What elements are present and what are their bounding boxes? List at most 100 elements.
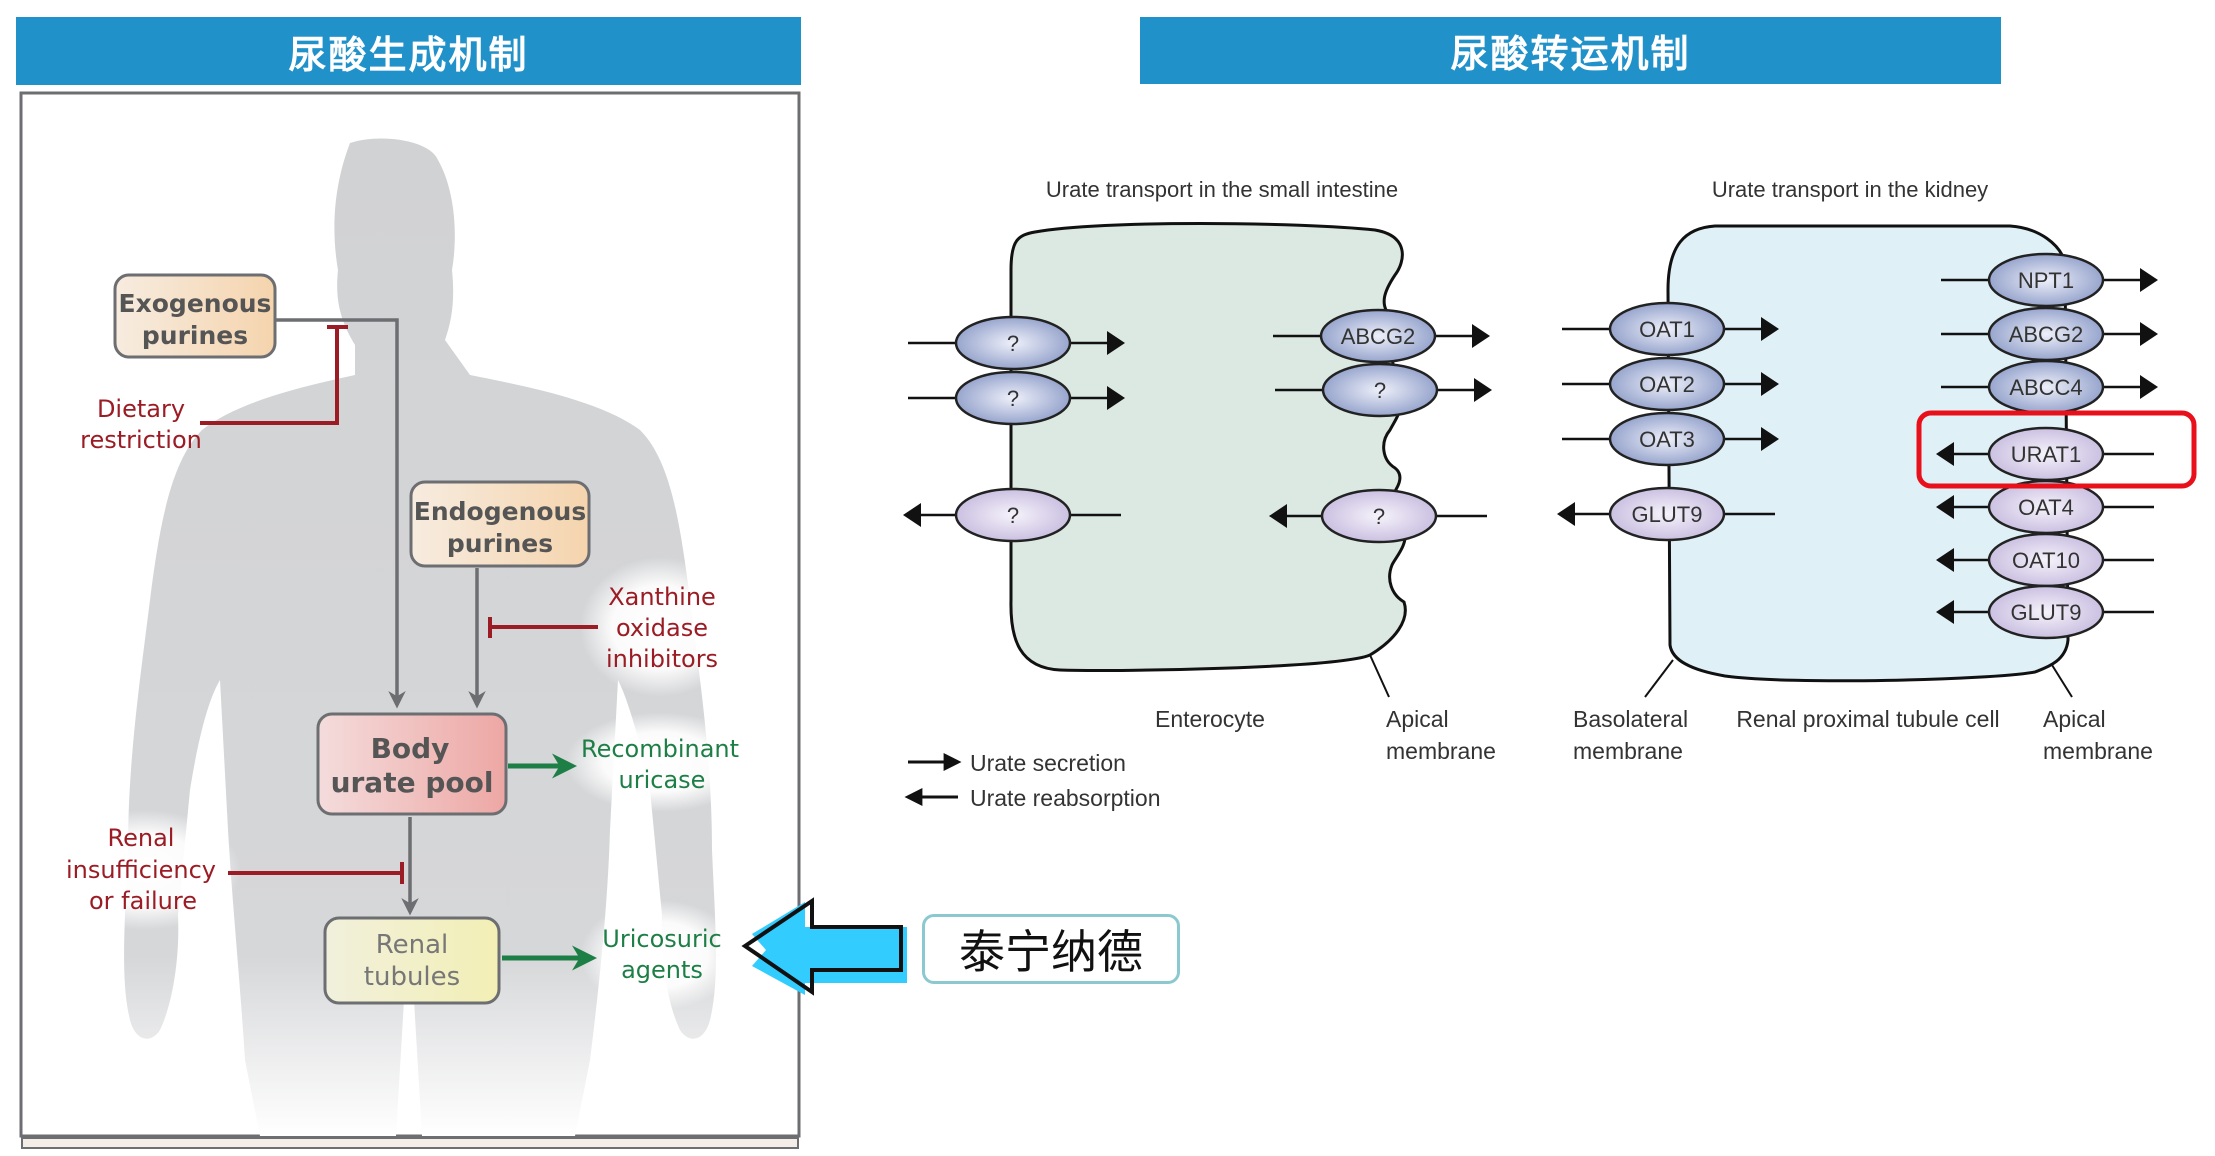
secretion-arrowhead-icon bbox=[1472, 324, 1490, 348]
tubules-line1: Renal bbox=[376, 930, 449, 960]
transporter-unknown: ? bbox=[1275, 362, 1492, 418]
reabsorption-arrowhead-icon bbox=[1936, 600, 1954, 624]
secretion-arrowhead-icon bbox=[2140, 322, 2158, 346]
urat1-highlight-box bbox=[1916, 410, 2197, 489]
exogenous-line1: Exogenous bbox=[119, 289, 272, 318]
uricase-line1: Recombinant bbox=[581, 735, 739, 763]
enterocyte-cell bbox=[1009, 222, 1407, 672]
transporter-ellipse bbox=[1608, 486, 1726, 542]
exogenous-to-pool-arrow bbox=[276, 318, 406, 709]
kidney-apical-label-line1: Apical bbox=[2043, 706, 2106, 732]
transporter-label: OAT1 bbox=[1639, 317, 1695, 342]
reabsorption-arrowhead-icon bbox=[1936, 442, 1954, 466]
transporter-ellipse bbox=[1320, 488, 1438, 544]
secretion-legend-label: Urate secretion bbox=[970, 750, 1126, 776]
dietary-line2: restriction bbox=[80, 426, 202, 454]
transporter-unknown: ? bbox=[908, 370, 1125, 426]
transporter-label: OAT3 bbox=[1639, 427, 1695, 452]
production-panel: Exogenous purines Endogenous purines Bod… bbox=[19, 91, 801, 1149]
drug-name-callout: 泰宁纳德 bbox=[922, 914, 1180, 984]
basolateral-pointer bbox=[1644, 659, 1674, 698]
transporter-label: OAT10 bbox=[2012, 548, 2080, 573]
intestine-apical-label-line1: Apical bbox=[1386, 706, 1449, 732]
secretion-arrowhead-icon bbox=[1107, 331, 1125, 355]
halo bbox=[50, 810, 240, 930]
kidney-diagram: Urate transport in the kidney Basolatera… bbox=[1557, 177, 2197, 764]
transporter-ellipse bbox=[1608, 356, 1726, 412]
header-uric-acid-production: 尿酸生成机制 bbox=[16, 17, 801, 85]
transporter-ellipse bbox=[1321, 362, 1439, 418]
production-panel-footer-strip bbox=[21, 1137, 799, 1149]
endogenous-line1: Endogenous bbox=[414, 497, 586, 526]
uricosuric-line2: agents bbox=[621, 956, 703, 984]
reabsorption-legend-label: Urate reabsorption bbox=[970, 785, 1161, 811]
xanthine-line3: inhibitors bbox=[606, 645, 718, 673]
reabsorption-arrowhead-icon bbox=[1936, 548, 1954, 572]
transporter-ellipse bbox=[1608, 411, 1726, 467]
transporter-unknown: ? bbox=[1269, 488, 1487, 544]
transporter-abcg2: ABCG2 bbox=[1941, 306, 2158, 362]
header-left-title: 尿酸生成机制 bbox=[288, 32, 529, 77]
transporter-unknown: ? bbox=[903, 487, 1121, 543]
secretion-arrowhead-icon bbox=[2140, 375, 2158, 399]
basolateral-label-line2: membrane bbox=[1573, 738, 1683, 764]
enterocyte-label: Enterocyte bbox=[1155, 706, 1265, 732]
transporter-label: ABCC4 bbox=[2009, 375, 2082, 400]
secretion-arrowhead-icon bbox=[1474, 378, 1492, 402]
dietary-line1: Dietary bbox=[97, 395, 185, 423]
transporter-label: ? bbox=[1374, 378, 1386, 403]
intestine-apical-label-line2: membrane bbox=[1386, 738, 1496, 764]
exogenous-line2: purines bbox=[142, 321, 248, 350]
transporter-label: URAT1 bbox=[2011, 442, 2082, 467]
halo bbox=[580, 900, 740, 1010]
dietary-inhibition-line bbox=[200, 328, 339, 425]
callout-arrow bbox=[741, 897, 907, 996]
transporter-ellipse bbox=[954, 370, 1072, 426]
renal-line2: insufficiency bbox=[66, 856, 216, 884]
secretion-arrowhead-icon bbox=[2140, 268, 2158, 292]
transporter-label: GLUT9 bbox=[2011, 600, 2082, 625]
reabsorption-arrowhead-icon bbox=[903, 503, 921, 527]
xanthine-line2: oxidase bbox=[616, 614, 708, 642]
reabsorption-arrowhead-icon bbox=[1557, 502, 1575, 526]
transporter-label: NPT1 bbox=[2018, 268, 2074, 293]
kidney-title: Urate transport in the kidney bbox=[1712, 177, 1988, 202]
transporter-ellipse bbox=[1987, 252, 2105, 308]
uricase-line2: uricase bbox=[619, 766, 706, 794]
renal-tubules-box: Renal tubules bbox=[323, 916, 501, 1005]
xanthine-line1: Xanthine bbox=[608, 583, 716, 611]
transporter-oat2: OAT2 bbox=[1562, 356, 1779, 412]
secretion-arrowhead-icon bbox=[1761, 427, 1779, 451]
drug-name-text: 泰宁纳德 bbox=[959, 925, 1143, 979]
transporter-label: ABCG2 bbox=[2009, 322, 2084, 347]
secretion-arrowhead-icon bbox=[1761, 317, 1779, 341]
transporter-label: ? bbox=[1007, 331, 1019, 356]
kidney-apical-label-line2: membrane bbox=[2043, 738, 2153, 764]
transporter-urat1: URAT1 bbox=[1936, 426, 2154, 482]
callout-arrow-outline bbox=[741, 897, 903, 996]
transporter-glut9: GLUT9 bbox=[1557, 486, 1775, 542]
transporter-abcg2: ABCG2 bbox=[1273, 308, 1490, 364]
transporter-label: ? bbox=[1007, 386, 1019, 411]
header-uric-acid-transport: 尿酸转运机制 bbox=[1140, 17, 2001, 84]
transporter-label: ? bbox=[1007, 503, 1019, 528]
transporter-ellipse bbox=[954, 315, 1072, 371]
arrow-legend: Urate secretion Urate reabsorption bbox=[904, 750, 1161, 811]
intestine-diagram: Urate transport in the small intestine E… bbox=[903, 177, 1496, 764]
transporter-oat3: OAT3 bbox=[1562, 411, 1779, 467]
exogenous-purines-box: Exogenous purines bbox=[113, 273, 277, 359]
pool-line1: Body bbox=[371, 732, 450, 765]
kidney-apical-pointer bbox=[2051, 664, 2073, 698]
transporter-label: GLUT9 bbox=[1632, 502, 1703, 527]
halo bbox=[580, 557, 740, 697]
transporter-ellipse bbox=[1987, 584, 2105, 640]
secretion-arrowhead-icon bbox=[1107, 386, 1125, 410]
header-right-title: 尿酸转运机制 bbox=[1450, 32, 1691, 76]
endogenous-purines-box: Endogenous purines bbox=[409, 480, 591, 568]
reabsorption-arrowhead-icon bbox=[1936, 495, 1954, 519]
secretion-arrowhead-icon bbox=[1761, 372, 1779, 396]
intestine-title: Urate transport in the small intestine bbox=[1046, 177, 1398, 202]
intestine-apical-pointer bbox=[1369, 654, 1390, 698]
transporter-oat10: OAT10 bbox=[1936, 532, 2154, 588]
